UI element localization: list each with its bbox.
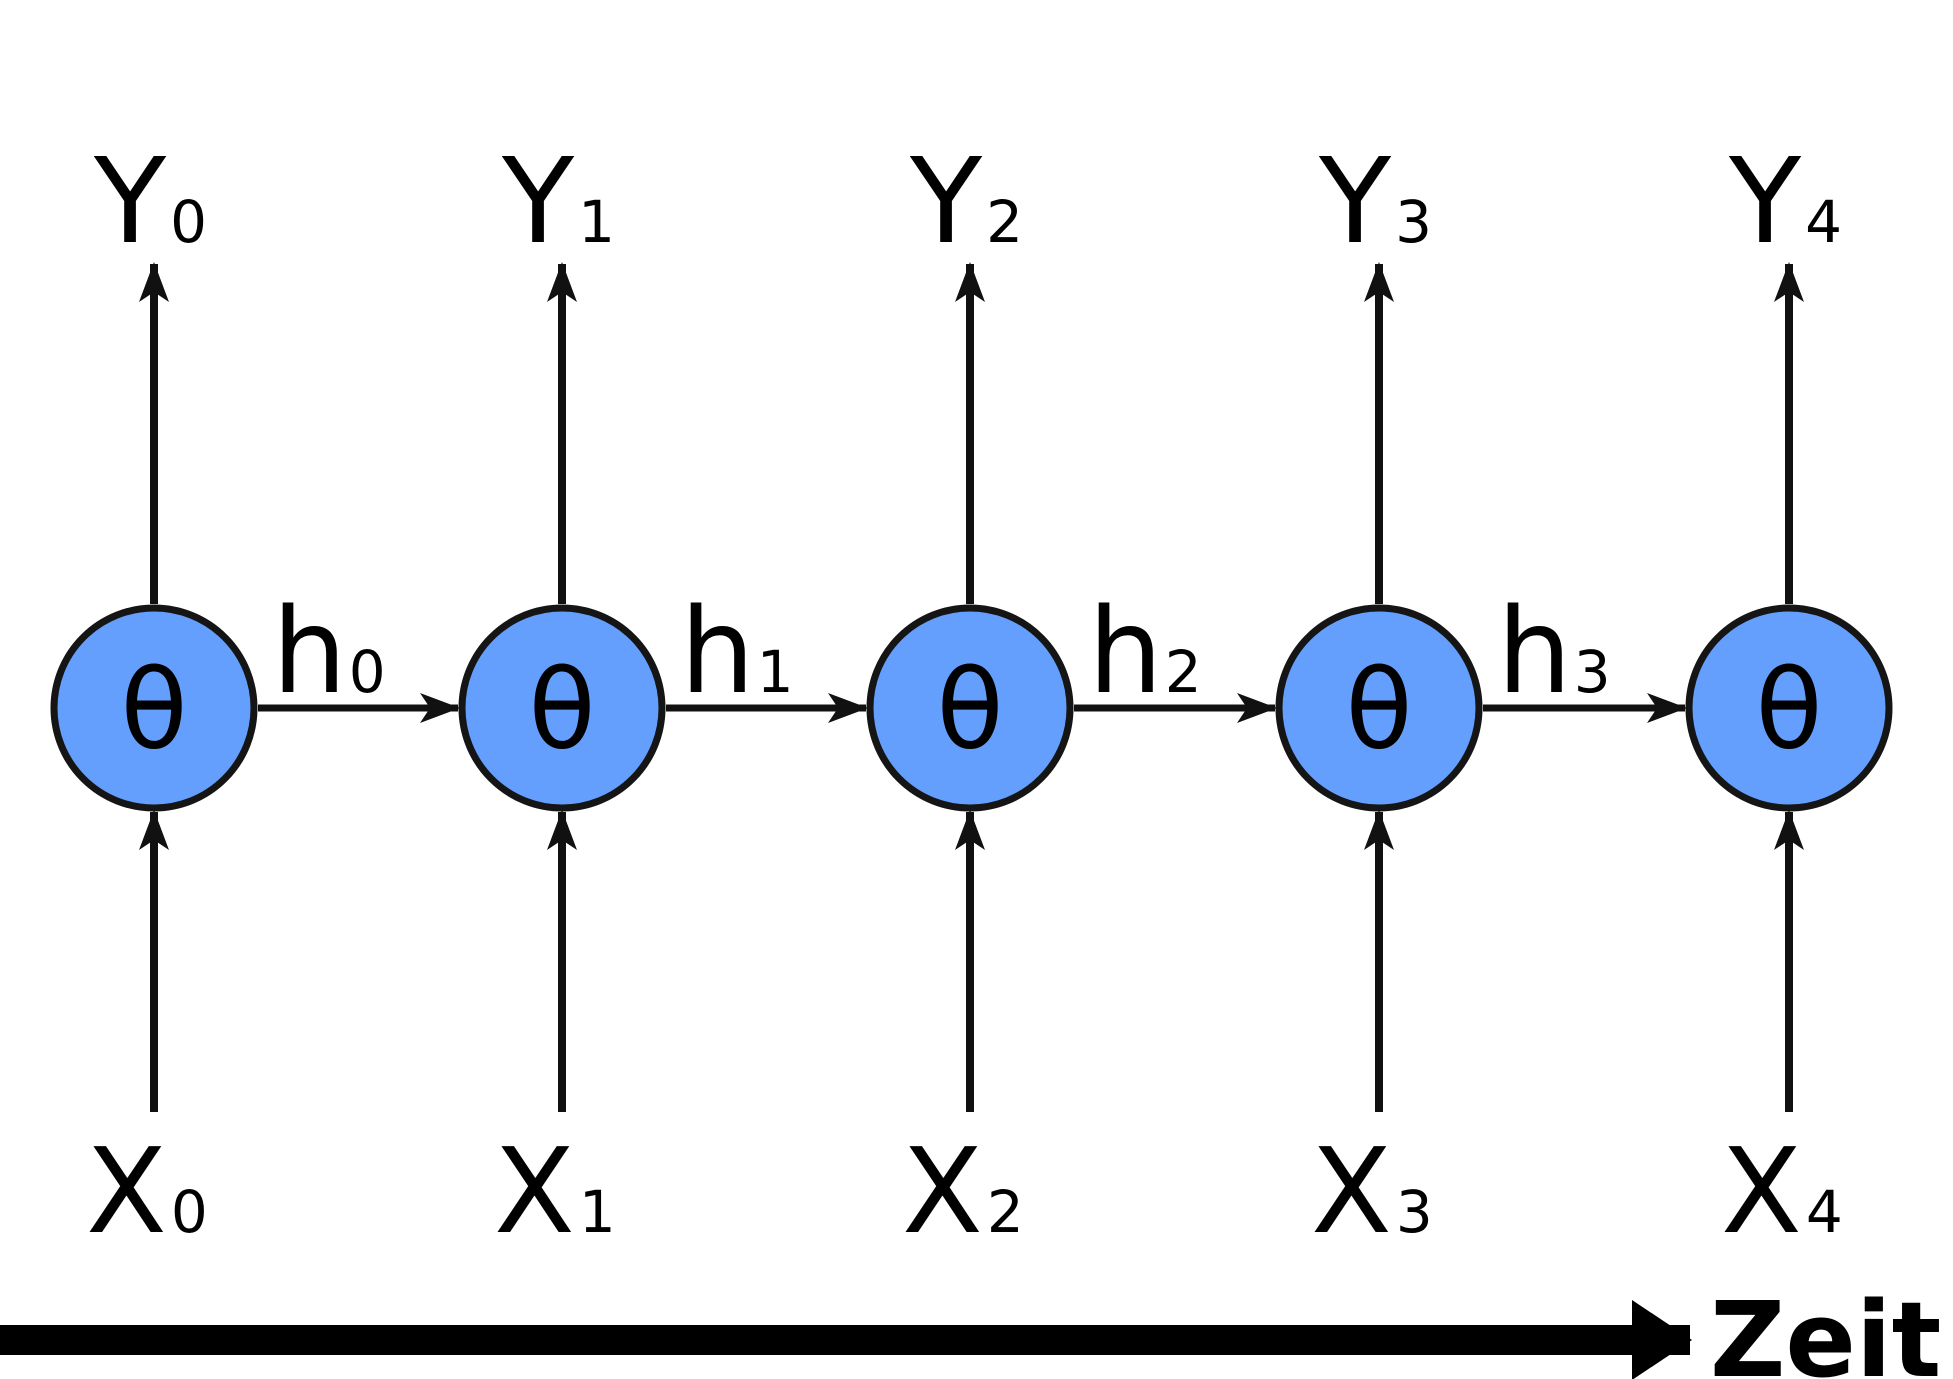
- input-label-0-index: 0: [171, 1178, 208, 1246]
- output-label-4: Y4: [1728, 132, 1842, 270]
- input-label-3-index: 3: [1396, 1178, 1433, 1246]
- output-label-1: Y1: [501, 132, 615, 270]
- input-label-3-letter: X: [1311, 1122, 1392, 1260]
- output-label-4-index: 4: [1805, 188, 1842, 256]
- hidden-state-label-0-letter: h: [272, 582, 347, 720]
- connection-arrows: [139, 262, 1804, 1112]
- output-label-4-letter: Y: [1728, 132, 1802, 270]
- output-label-3-letter: Y: [1318, 132, 1392, 270]
- input-label-4-letter: X: [1721, 1122, 1802, 1260]
- hidden-state-label-2-letter: h: [1088, 582, 1163, 720]
- input-label-1-letter: X: [494, 1122, 575, 1260]
- hidden-state-label-2: h2: [1088, 582, 1202, 720]
- input-label-2-index: 2: [987, 1178, 1024, 1246]
- input-label-2: X2: [902, 1122, 1024, 1260]
- theta-symbol: θ: [120, 646, 187, 774]
- output-label-1-letter: Y: [501, 132, 575, 270]
- hidden-state-label-1-index: 1: [757, 638, 794, 706]
- rnn-cell-circle: [458, 604, 666, 812]
- hidden-state-label-3: h3: [1497, 582, 1611, 720]
- output-label-0-index: 0: [170, 188, 207, 256]
- input-label-1-index: 1: [579, 1178, 616, 1246]
- hidden-state-label-1-letter: h: [680, 582, 755, 720]
- input-label-3: X3: [1311, 1122, 1433, 1260]
- input-label-2-letter: X: [902, 1122, 983, 1260]
- hidden-state-label-1: h1: [680, 582, 794, 720]
- rnn-cell-1: θ: [458, 604, 666, 812]
- theta-symbol: θ: [1345, 646, 1412, 774]
- hidden-state-label-0: h0: [272, 582, 386, 720]
- theta-symbol: θ: [1755, 646, 1822, 774]
- rnn-cell-0: θ: [50, 604, 258, 812]
- hidden-state-label-2-index: 2: [1165, 638, 1202, 706]
- theta-symbol: θ: [936, 646, 1003, 774]
- output-label-2-letter: Y: [909, 132, 983, 270]
- rnn-cell-circle: [866, 604, 1074, 812]
- input-label-4: X4: [1721, 1122, 1843, 1260]
- hidden-state-label-3-index: 3: [1574, 638, 1611, 706]
- input-label-4-index: 4: [1806, 1178, 1843, 1246]
- output-label-0-letter: Y: [93, 132, 167, 270]
- input-label-0-letter: X: [86, 1122, 167, 1260]
- rnn-cell-circle: [50, 604, 258, 812]
- output-label-1-index: 1: [578, 188, 615, 256]
- output-label-0: Y0: [93, 132, 207, 270]
- time-axis-label: Zeit: [1710, 1279, 1941, 1379]
- hidden-state-label-3-letter: h: [1497, 582, 1572, 720]
- hidden-state-label-0-index: 0: [349, 638, 386, 706]
- output-label-2-index: 2: [986, 188, 1023, 256]
- rnn-cell-4: θ: [1685, 604, 1893, 812]
- rnn-cell-3: θ: [1275, 604, 1483, 812]
- input-label-1: X1: [494, 1122, 616, 1260]
- output-label-2: Y2: [909, 132, 1023, 270]
- rnn-cell-2: θ: [866, 604, 1074, 812]
- rnn-cell-circle: [1685, 604, 1893, 812]
- theta-symbol: θ: [528, 646, 595, 774]
- input-label-0: X0: [86, 1122, 208, 1260]
- output-label-3: Y3: [1318, 132, 1432, 270]
- output-label-3-index: 3: [1395, 188, 1432, 256]
- rnn-cell-circle: [1275, 604, 1483, 812]
- time-axis: Zeit: [0, 1279, 1941, 1379]
